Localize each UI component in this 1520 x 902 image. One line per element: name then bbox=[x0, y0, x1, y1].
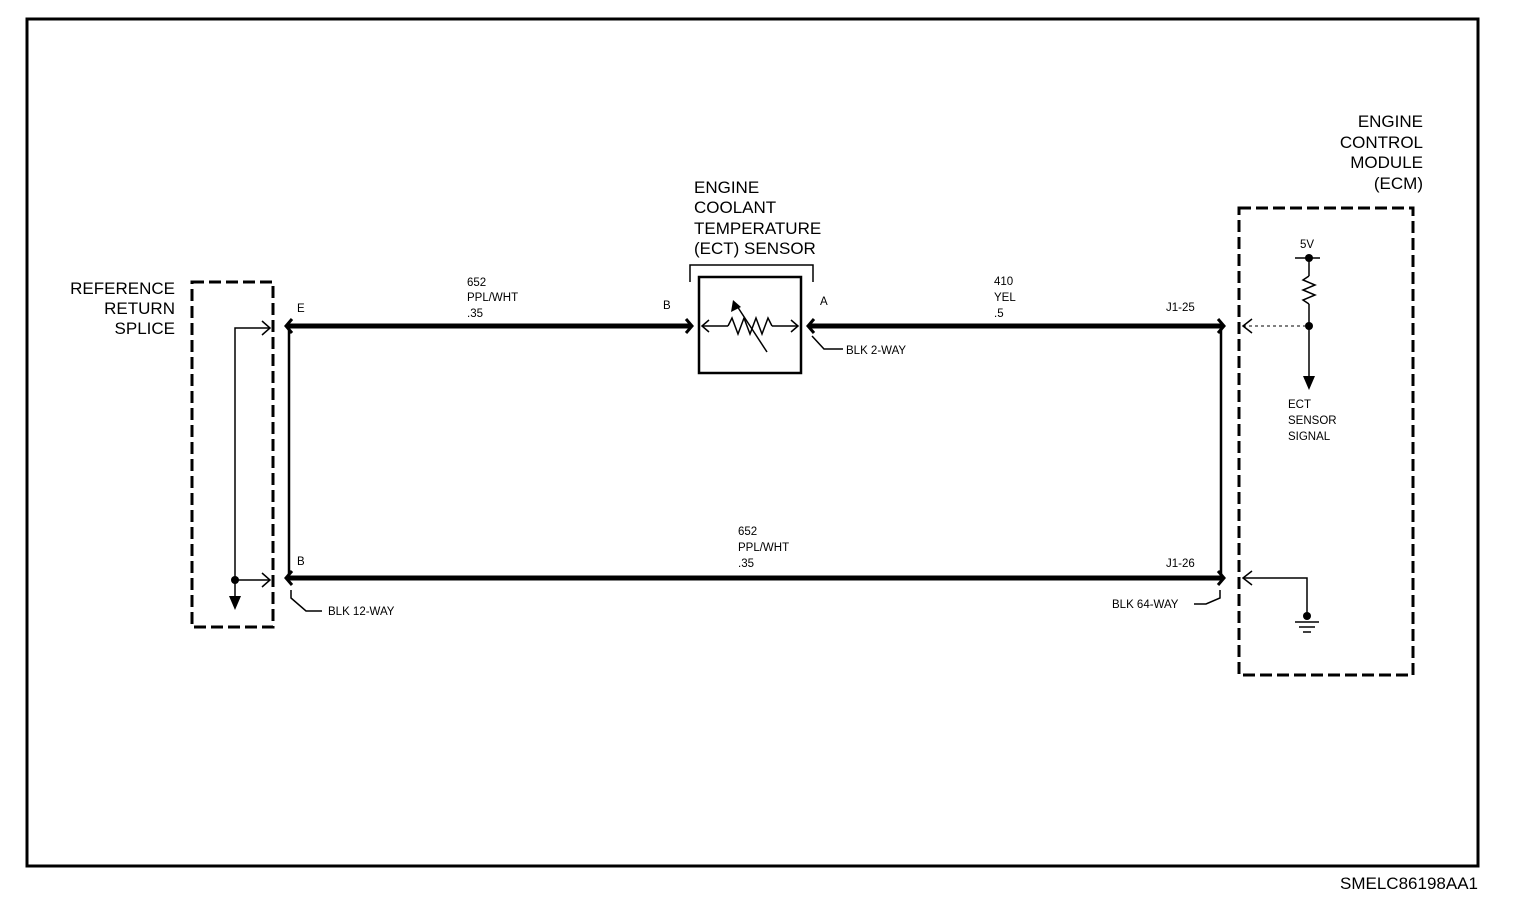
sensor-connector-label: BLK 2-WAY bbox=[846, 345, 906, 357]
ecm-signal-label-line-1: ECT bbox=[1288, 399, 1311, 411]
ground-line bbox=[1243, 577, 1308, 616]
thermistor-icon bbox=[727, 315, 773, 337]
splice-dashed-box bbox=[190, 280, 275, 629]
variable-arrow-line bbox=[736, 305, 768, 353]
splice-label-line-3: SPLICE bbox=[115, 319, 175, 338]
ecm-signal-label-line-3: SIGNAL bbox=[1288, 431, 1331, 443]
sensor-connector-leader bbox=[811, 335, 843, 350]
splice-label-line-2: RETURN bbox=[104, 299, 175, 318]
sensor-lead-arrow-right-icon bbox=[790, 319, 800, 333]
wire-circuit: 652 bbox=[467, 277, 486, 289]
ecm-connector-label: BLK 64-WAY bbox=[1112, 599, 1179, 611]
pin-sensor-b-label: B bbox=[663, 300, 671, 312]
connector-mark-j1-25 bbox=[1216, 318, 1226, 334]
splice-pin-b-arrow-icon bbox=[261, 572, 272, 588]
connector-mark-e bbox=[284, 318, 294, 334]
connector-mark-b-left bbox=[284, 570, 294, 586]
j1-26-input-arrow-icon bbox=[1241, 570, 1253, 586]
splice-internal-line bbox=[234, 327, 270, 603]
ect-sensor: ENGINE COOLANT TEMPERATURE (ECT) SENSOR … bbox=[689, 178, 906, 375]
ecm-label-line-2: CONTROL bbox=[1340, 133, 1423, 152]
signal-node bbox=[1305, 322, 1313, 330]
ecm-signal-label-line-2: SENSOR bbox=[1288, 415, 1337, 427]
ecm-label-line-3: MODULE bbox=[1350, 153, 1423, 172]
splice-connector-leader bbox=[290, 590, 322, 612]
connector-mark-j1-26 bbox=[1216, 570, 1226, 586]
splice-label-line-1: REFERENCE bbox=[70, 279, 175, 298]
wire-size: .5 bbox=[994, 308, 1004, 320]
wire-size: .35 bbox=[738, 558, 754, 570]
splice-node bbox=[231, 576, 239, 584]
splice-connector-label: BLK 12-WAY bbox=[328, 606, 395, 618]
reference-return-splice: REFERENCE RETURN SPLICE bbox=[70, 279, 275, 629]
pullup-resistor-icon bbox=[1301, 275, 1317, 305]
ground-node bbox=[1303, 612, 1311, 620]
splice-arrow-icon bbox=[229, 596, 241, 610]
wire-label-bottom: 652 PPL/WHT .35 bbox=[738, 526, 789, 570]
wire-size: .35 bbox=[467, 308, 483, 320]
sensor-label-line-3: TEMPERATURE bbox=[694, 219, 821, 238]
diagram-id: SMELC86198AA1 bbox=[1340, 874, 1478, 893]
pin-j1-26-label: J1-26 bbox=[1166, 558, 1195, 570]
ecm-label-line-4: (ECM) bbox=[1374, 174, 1423, 193]
pin-e-label: E bbox=[297, 303, 305, 315]
pin-b-left-label: B bbox=[297, 556, 305, 568]
j1-25-input-arrow-icon bbox=[1241, 318, 1253, 334]
wire-label-top-right: 410 YEL .5 bbox=[994, 276, 1016, 320]
connector-mark-sensor-a bbox=[806, 318, 816, 334]
ecm-dashed-box bbox=[1237, 206, 1415, 677]
connector-mark-sensor-b bbox=[684, 318, 694, 334]
signal-arrow-icon bbox=[1303, 376, 1315, 390]
sensor-label-line-4: (ECT) SENSOR bbox=[694, 239, 816, 258]
sensor-label-line-1: ENGINE bbox=[694, 178, 759, 197]
ecm-connector-leader bbox=[1194, 590, 1221, 605]
wires bbox=[284, 318, 1226, 586]
wire-color: YEL bbox=[994, 292, 1016, 304]
splice-pin-e-arrow-icon bbox=[261, 320, 272, 336]
ecm-label-line-1: ENGINE bbox=[1358, 112, 1423, 131]
variable-arrow-icon bbox=[731, 300, 741, 312]
pin-sensor-a-label: A bbox=[820, 296, 828, 308]
sensor-body bbox=[697, 275, 803, 375]
wire-label-top-left: 652 PPL/WHT .35 bbox=[467, 277, 518, 320]
wire-circuit: 652 bbox=[738, 526, 757, 538]
diagram-border bbox=[25, 17, 1480, 868]
wire-circuit: 410 bbox=[994, 276, 1013, 288]
sensor-label-bracket bbox=[689, 264, 814, 282]
ecm-5v-label: 5V bbox=[1300, 239, 1314, 251]
engine-control-module: ENGINE CONTROL MODULE (ECM) 5V ECT SENSO… bbox=[1237, 112, 1423, 677]
sensor-lead-arrow-left-icon bbox=[700, 319, 710, 333]
wire-color: PPL/WHT bbox=[738, 542, 789, 554]
pin-j1-25-label: J1-25 bbox=[1166, 302, 1195, 314]
wire-color: PPL/WHT bbox=[467, 292, 518, 304]
sensor-label-line-2: COOLANT bbox=[694, 198, 776, 217]
